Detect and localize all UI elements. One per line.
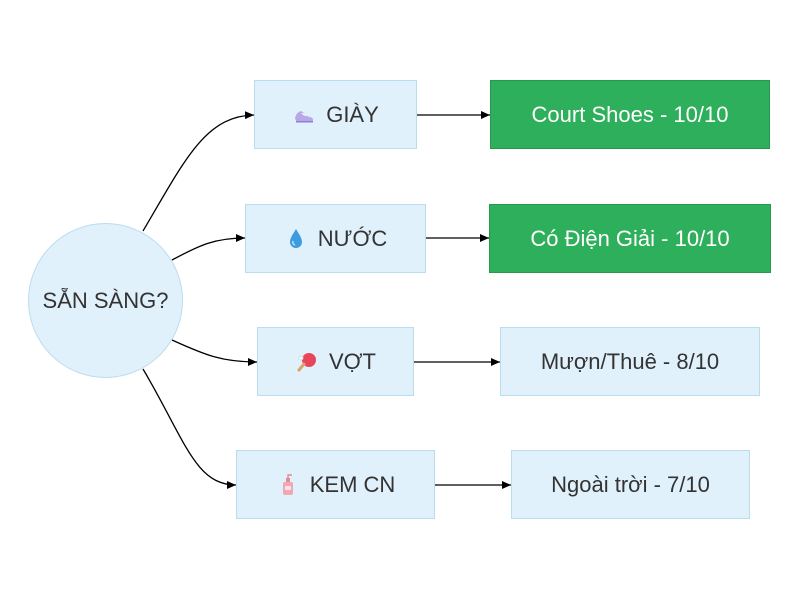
category-label: VỢT (329, 348, 376, 374)
lotion-bottle-icon (276, 473, 300, 497)
running-shoe-icon (292, 103, 316, 127)
edge-root-to-vot (171, 339, 258, 366)
category-label: KEM CN (309, 471, 396, 497)
category-label: GIÀY (326, 101, 379, 127)
result-label: Có Điện Giải - 10/10 (530, 225, 730, 251)
result-node-giay: Court Shoes - 10/10 (490, 80, 770, 149)
result-node-nuoc: Có Điện Giải - 10/10 (489, 204, 771, 273)
result-label: Court Shoes - 10/10 (531, 101, 729, 127)
result-label: Mượn/Thuê - 8/10 (540, 348, 720, 374)
edge-root-to-kem (142, 368, 237, 489)
result-node-kem-cn: Ngoài trời - 7/10 (511, 450, 750, 519)
category-node-kem-cn: KEM CN (236, 450, 435, 519)
water-drop-icon (284, 227, 308, 251)
result-label: Ngoài trời - 7/10 (551, 471, 710, 497)
category-node-giay: GIÀY (254, 80, 417, 149)
edge-root-to-nuoc (171, 234, 246, 261)
ping-pong-paddle-icon (295, 350, 319, 374)
root-label: SẴN SÀNG? (42, 287, 169, 313)
result-node-vot: Mượn/Thuê - 8/10 (500, 327, 760, 396)
root-node: SẴN SÀNG? (28, 223, 183, 378)
category-label: NƯỚC (317, 225, 388, 251)
edge-root-to-giay (142, 111, 255, 232)
category-node-nuoc: NƯỚC (245, 204, 426, 273)
category-node-vot: VỢT (257, 327, 414, 396)
